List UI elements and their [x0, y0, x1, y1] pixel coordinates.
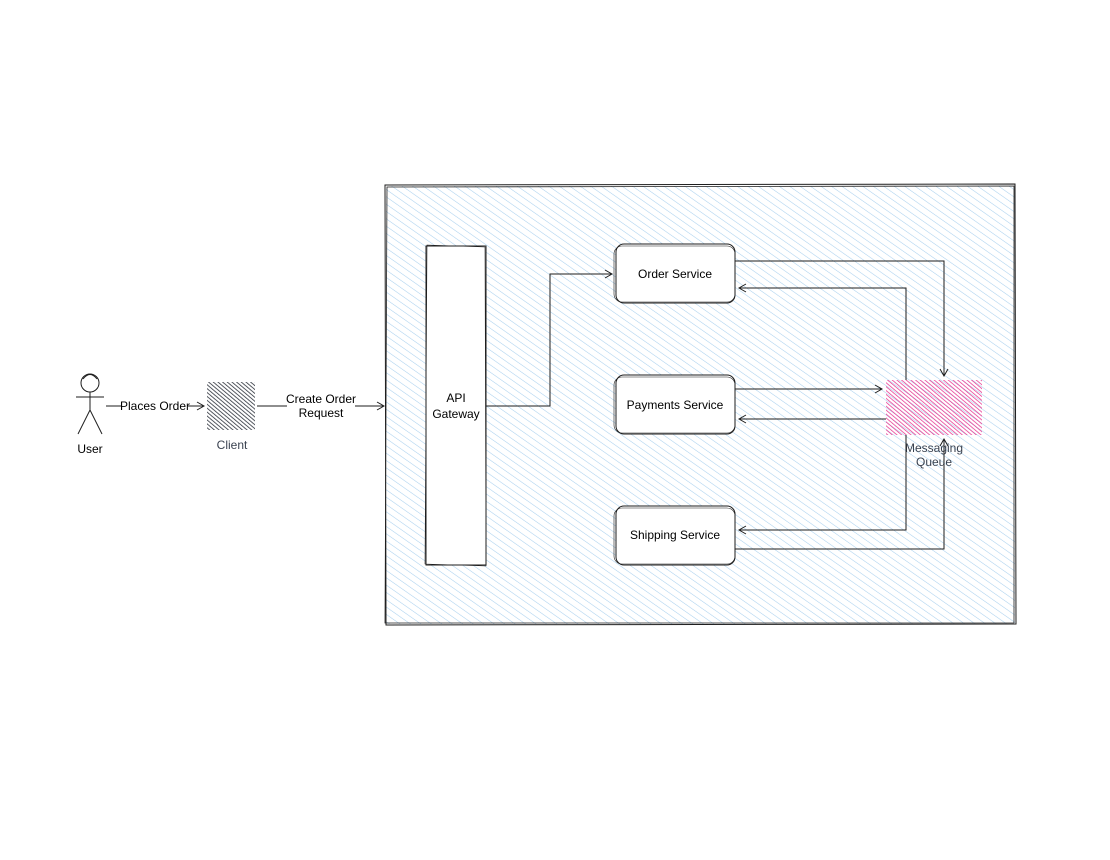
places-order-edge: Places Order — [106, 398, 206, 414]
order-service: Order Service — [613, 243, 736, 304]
gateway-to-order-arrow — [486, 269, 614, 407]
messaging-queue-label-line2: Queue — [916, 455, 952, 469]
shipping-to-queue-arrow — [735, 437, 949, 550]
client-node: Client — [207, 382, 255, 452]
places-order-label: Places Order — [120, 399, 190, 413]
shipping-service: Shipping Service — [613, 505, 736, 566]
messaging-queue-box — [886, 380, 982, 435]
api-gateway-label-line1: API — [446, 391, 465, 405]
user-actor: User — [76, 373, 104, 456]
api-gateway-label-line2: Gateway — [432, 407, 479, 421]
order-to-queue-arrow — [735, 260, 949, 378]
queue-to-shipping-arrow — [737, 435, 907, 535]
shipping-service-label: Shipping Service — [630, 528, 720, 542]
messaging-queue-label-line1: Messaging — [905, 441, 963, 455]
client-box — [207, 382, 255, 430]
order-service-label: Order Service — [638, 267, 712, 281]
user-label: User — [77, 442, 102, 456]
create-order-label-line2: Request — [299, 406, 344, 420]
create-order-label-line1: Create Order — [286, 392, 356, 406]
create-order-edge: Create Order Request — [257, 392, 386, 420]
messaging-queue: Messaging Queue — [886, 380, 982, 469]
api-gateway: API Gateway — [424, 244, 487, 567]
payments-service: Payments Service — [613, 374, 736, 435]
user-icon — [76, 373, 104, 435]
queue-to-order-arrow — [737, 283, 907, 380]
client-label: Client — [217, 438, 248, 452]
payments-service-label: Payments Service — [627, 398, 724, 412]
